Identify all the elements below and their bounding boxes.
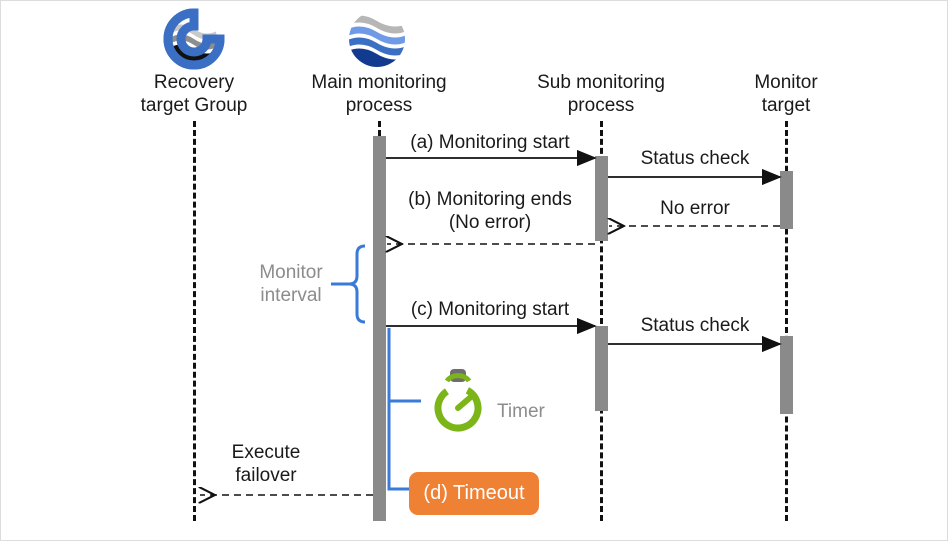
message-label-no-error: No error <box>660 198 730 219</box>
lifeline-target <box>785 121 788 521</box>
activation-bar-sub-1 <box>595 156 608 241</box>
activation-bar-sub-2 <box>595 326 608 411</box>
message-label-execute-failover: Execute failover <box>231 442 301 486</box>
monitor-interval-label: Monitor interval <box>259 262 323 306</box>
message-label-status-check-2: Status check <box>640 315 750 336</box>
message-label-c: (c) Monitoring start <box>410 299 570 320</box>
stopwatch-icon <box>427 367 489 433</box>
message-label-status-check-1: Status check <box>640 148 750 169</box>
message-label-a: (a) Monitoring start <box>410 132 570 153</box>
timeout-badge: (d) Timeout <box>409 472 539 515</box>
activation-bar-target-2 <box>780 336 793 414</box>
lifeline-header-recovery: Recovery target Group <box>140 72 248 116</box>
lifeline-header-sub: Sub monitoring process <box>537 72 665 116</box>
timer-label: Timer <box>497 401 545 422</box>
activation-bar-target-1 <box>780 171 793 229</box>
monitor-interval-brace <box>331 244 366 324</box>
lifeline-recovery <box>193 121 196 521</box>
activation-bar-main <box>373 136 386 521</box>
lifeline-sub <box>600 121 603 521</box>
timer-bracket <box>387 328 421 491</box>
lifeline-header-target: Monitor target <box>754 72 818 116</box>
recovery-group-logo <box>158 7 232 71</box>
lifeline-header-main: Main monitoring process <box>311 72 447 116</box>
message-label-b: (b) Monitoring ends (No error) <box>408 189 572 233</box>
main-process-logo <box>342 7 412 71</box>
